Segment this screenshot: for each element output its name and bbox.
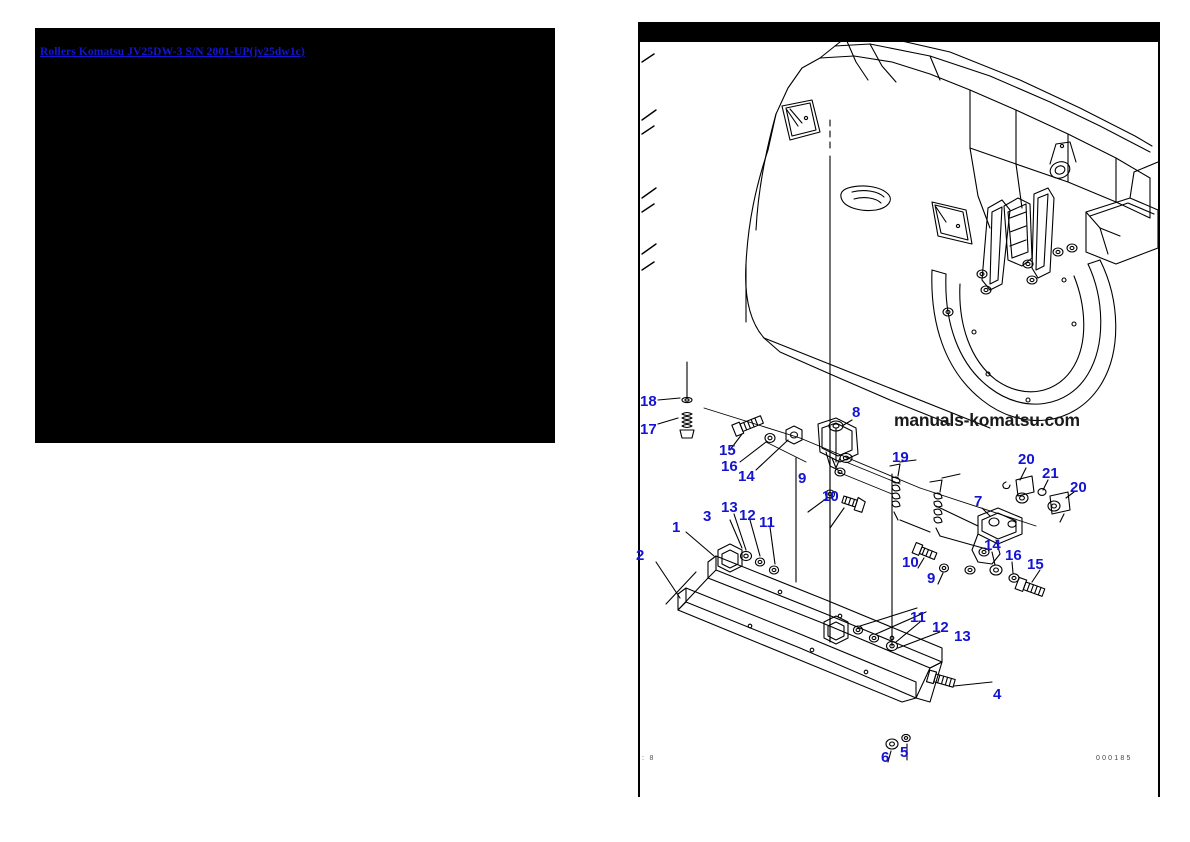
- callout-number-8: 8: [852, 404, 861, 421]
- callout-number-14: 14: [984, 537, 1001, 554]
- drum-fender: [931, 259, 1117, 421]
- callout-number-11: 11: [910, 609, 926, 626]
- document-title-link[interactable]: Rollers Komatsu JV25DW-3 S/N 2001-UP(jv2…: [40, 46, 305, 58]
- door-handle: [840, 185, 891, 212]
- callout-number-1: 1: [672, 519, 681, 536]
- callout-number-20: 20: [1018, 451, 1035, 468]
- right-parts-cluster: [911, 467, 1075, 597]
- technical-line-drawing: [641, 35, 1159, 763]
- callout-number-10: 10: [822, 488, 839, 505]
- left-black-panel: Rollers Komatsu JV25DW-3 S/N 2001-UP(jv2…: [35, 28, 555, 443]
- callout-number-12: 12: [739, 507, 756, 524]
- callout-number-4: 4: [993, 686, 1002, 703]
- hinge-bracket-8: [817, 417, 859, 477]
- diagram-top-bar: [638, 22, 1160, 42]
- guide-leader-lines: [703, 407, 1037, 527]
- callout-number-5: 5: [900, 744, 909, 761]
- callout-number-15: 15: [719, 442, 736, 459]
- callout-number-16: 16: [1005, 547, 1022, 564]
- callout-number-15: 15: [1027, 556, 1044, 573]
- callout-number-10: 10: [902, 554, 919, 571]
- border-tick-marks: [641, 53, 657, 271]
- watermark-text: manuals-komatsu.com: [894, 410, 1080, 430]
- scraper-bar-assembly: [655, 425, 993, 763]
- callout-number-3: 3: [703, 508, 712, 525]
- machine-body-outline: [745, 35, 1153, 429]
- callout-number-13: 13: [954, 628, 971, 645]
- spring-19-b: [929, 479, 943, 537]
- callout-number-20: 20: [1070, 479, 1087, 496]
- diagram-right-border: [1158, 22, 1160, 797]
- hatch-panels: [781, 99, 973, 245]
- callout-number-2: 2: [636, 547, 645, 564]
- callout-number-14: 14: [738, 468, 755, 485]
- callout-number-7: 7: [974, 493, 983, 510]
- callout-number-12: 12: [932, 619, 949, 636]
- callout-number-9: 9: [798, 470, 807, 487]
- diagram-code-left: : 8: [642, 755, 656, 762]
- callout-number-9: 9: [927, 570, 936, 587]
- diagram-left-border: [638, 22, 640, 797]
- callout-number-19: 19: [892, 449, 909, 466]
- callout-number-6: 6: [881, 749, 890, 766]
- diagram-code-right: 000185: [1096, 755, 1133, 762]
- callout-number-11: 11: [759, 514, 775, 531]
- rear-deck: [1085, 161, 1159, 265]
- callout-number-13: 13: [721, 499, 738, 516]
- callout-number-21: 21: [1042, 465, 1059, 482]
- callout-number-16: 16: [721, 458, 738, 475]
- callout-number-18: 18: [640, 393, 657, 410]
- articulation-assembly: [942, 141, 1078, 317]
- callout-number-17: 17: [640, 421, 657, 438]
